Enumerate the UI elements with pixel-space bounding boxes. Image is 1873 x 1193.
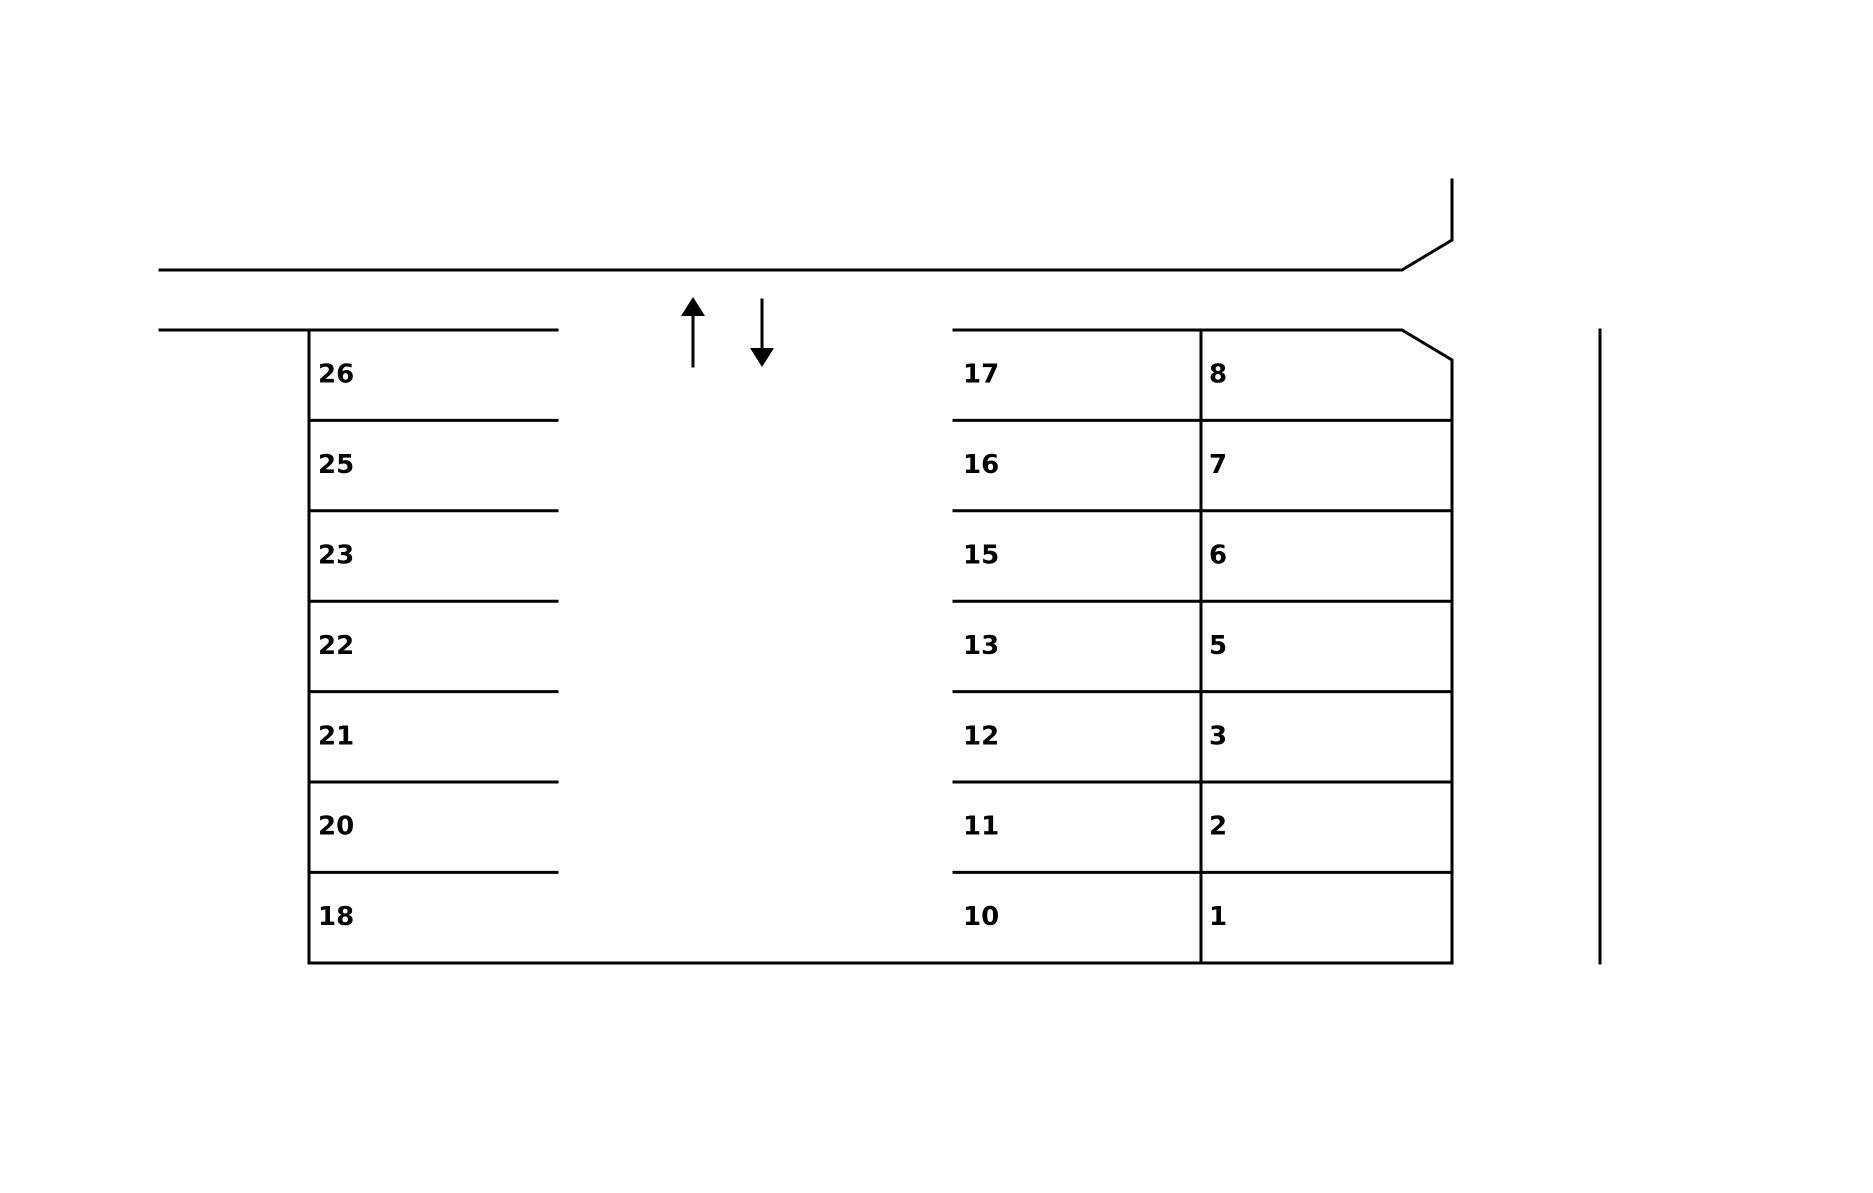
stall-label: 8 (1209, 360, 1227, 390)
stall-label: 12 (963, 721, 999, 751)
arrow-down-head (750, 348, 774, 367)
stall-label: 3 (1209, 721, 1227, 751)
stall-label: 11 (963, 812, 999, 842)
stall-label: 16 (963, 450, 999, 480)
stall-label: 15 (963, 541, 999, 571)
stall-labels-right: 8 7 6 5 3 2 1 (1209, 360, 1227, 932)
left-stall-dividers (307, 418, 559, 874)
arrow-up-icon (681, 297, 705, 368)
stall-label: 23 (318, 541, 354, 571)
stall-label: 1 (1209, 902, 1227, 932)
stall-label: 26 (318, 360, 354, 390)
arrow-up-head (681, 297, 705, 316)
road-upper-edge (158, 178, 1454, 272)
stall-label: 7 (1209, 450, 1227, 480)
stall-label: 22 (318, 631, 354, 661)
stall-label: 6 (1209, 541, 1227, 571)
stall-label: 13 (963, 631, 999, 661)
arrow-down-icon (750, 298, 774, 367)
stall-label: 2 (1209, 812, 1227, 842)
stall-label: 5 (1209, 631, 1227, 661)
lot-right-top-edge (952, 328, 1454, 965)
stall-labels-left: 26 25 23 22 21 20 18 (318, 360, 354, 932)
stall-label: 20 (318, 812, 354, 842)
road-boundaries (158, 178, 1602, 965)
stall-label: 25 (318, 450, 354, 480)
right-stall-dividers (952, 418, 1454, 874)
stall-label: 18 (318, 902, 354, 932)
stall-labels-middle: 17 16 15 13 12 11 10 (963, 360, 999, 932)
stall-label: 10 (963, 902, 999, 932)
stall-label: 21 (318, 721, 354, 751)
stall-label: 17 (963, 360, 999, 390)
